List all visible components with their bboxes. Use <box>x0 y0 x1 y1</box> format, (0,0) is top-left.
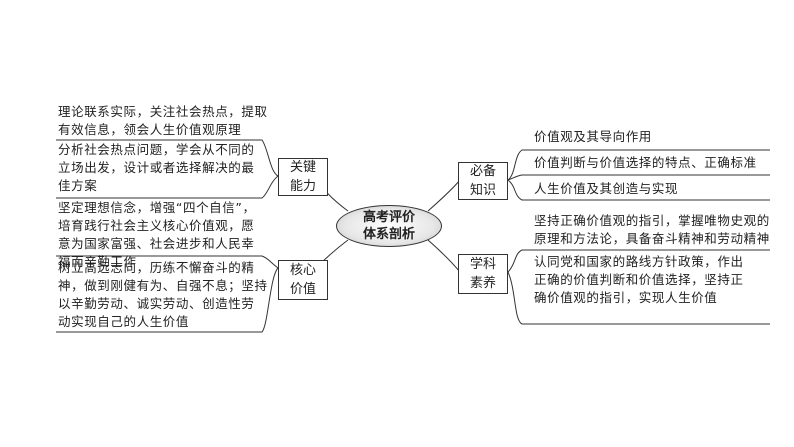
node-key-ability-line2: 能力 <box>289 179 316 194</box>
center-line2: 体系剖析 <box>362 227 415 242</box>
text-line: 理论联系实际，关注社会热点，提取 <box>58 104 268 119</box>
node-essential-knowledge-line1: 必备 <box>469 164 496 179</box>
node-subject-literacy: 学科素养 <box>458 254 508 294</box>
bracket-knowledge-2 <box>507 174 770 181</box>
node-core-value-line2: 价值 <box>289 282 316 297</box>
text-line: 福而辛勤工作 <box>58 254 137 269</box>
bracket-knowledge-1 <box>507 149 770 181</box>
node-core-value: 核心价值 <box>278 260 328 300</box>
text-line: 原理和方法论，具备奋斗精神和劳动精神 <box>534 231 770 246</box>
text-literacy-1: 坚持正确价值观的指引，掌握唯物史观的 原理和方法论，具备奋斗精神和劳动精神 <box>534 212 770 248</box>
link-center-subject-literacy <box>427 239 461 273</box>
center-line1: 高考评价 <box>362 210 415 225</box>
text-knowledge-1: 价值观及其导向作用 <box>534 128 652 146</box>
text-key-ability-1: 理论联系实际，关注社会热点，提取 有效信息，领会人生价值观原理 <box>58 103 268 139</box>
text-line: 佳方案 <box>58 178 98 193</box>
text-line: 神，做到刚健有为、自强不息；坚持 <box>58 278 268 293</box>
text-line: 价值判断与价值选择的特点、正确标准 <box>534 155 757 170</box>
text-core-value-1: 坚定理想信念，增强“四个自信”， 培育践行社会主义核心价值观，愿 意为国家富强、… <box>58 199 256 271</box>
text-line: 认同党和国家的路线方针政策，作出 <box>534 254 744 269</box>
node-essential-knowledge: 必备知识 <box>458 162 508 200</box>
text-line: 分析社会热点问题，学会从不同的 <box>58 142 255 157</box>
node-core-value-line1: 核心 <box>289 263 316 278</box>
bracket-core-value-1 <box>56 255 279 269</box>
text-line: 立场出发，设计或者选择解决的最 <box>58 160 255 175</box>
bracket-literacy-1 <box>507 249 770 273</box>
bracket-key-ability-1 <box>56 139 279 177</box>
text-line: 意为国家富强、社会进步和人民幸 <box>58 236 255 251</box>
text-literacy-2: 认同党和国家的路线方针政策，作出 正确的价值判断和价值选择，坚持正 确价值观的指… <box>534 253 744 307</box>
text-line: 树立高远志向，历练不懈奋斗的精 <box>58 260 255 275</box>
node-key-ability-line1: 关键 <box>289 160 316 175</box>
node-subject-literacy-line1: 学科 <box>469 257 496 272</box>
center-node: 高考评价 体系剖析 <box>336 205 442 247</box>
text-line: 确价值观的指引，实现人生价值 <box>534 290 718 305</box>
text-line: 价值观及其导向作用 <box>534 129 652 144</box>
text-key-ability-2: 分析社会热点问题，学会从不同的 立场出发，设计或者选择解决的最 佳方案 <box>58 141 255 195</box>
node-subject-literacy-line2: 素养 <box>469 276 496 291</box>
node-essential-knowledge-line2: 知识 <box>469 183 496 198</box>
text-line: 培育践行社会主义核心价值观，愿 <box>58 218 255 233</box>
text-line: 有效信息，领会人生价值观原理 <box>58 122 242 137</box>
bracket-knowledge-3 <box>507 179 770 201</box>
text-line: 以辛勤劳动、诚实劳动、创造性劳 <box>58 296 255 311</box>
text-line: 动实现自己的人生价值 <box>58 314 190 329</box>
node-key-ability: 关键能力 <box>278 158 328 196</box>
bracket-key-ability-2 <box>56 175 279 199</box>
text-line: 坚持正确价值观的指引，掌握唯物史观的 <box>534 213 770 228</box>
text-line: 正确的价值判断和价值选择，坚持正 <box>534 272 744 287</box>
bracket-literacy-2 <box>507 271 770 325</box>
link-center-essential-knowledge <box>427 179 461 212</box>
text-line: 坚定理想信念，增强“四个自信”， <box>58 200 256 215</box>
text-knowledge-3: 人生价值及其创造与实现 <box>534 180 678 198</box>
text-core-value-2: 树立高远志向，历练不懈奋斗的精 神，做到刚健有为、自强不息；坚持 以辛勤劳动、诚… <box>58 259 268 331</box>
text-knowledge-2: 价值判断与价值选择的特点、正确标准 <box>534 154 757 172</box>
text-line: 人生价值及其创造与实现 <box>534 181 679 196</box>
bracket-core-value-2 <box>56 267 279 333</box>
